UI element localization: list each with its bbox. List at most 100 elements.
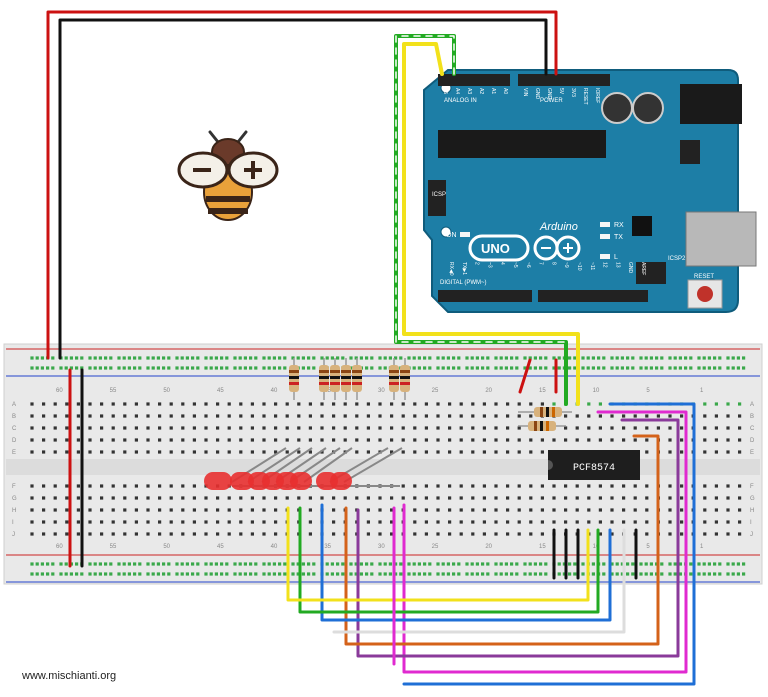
breadboard-hole[interactable] <box>378 562 382 566</box>
breadboard-hole[interactable] <box>109 356 113 360</box>
breadboard-hole[interactable] <box>192 438 196 442</box>
breadboard-hole[interactable] <box>111 426 115 430</box>
breadboard-hole[interactable] <box>645 426 649 430</box>
breadboard-hole[interactable] <box>355 402 359 406</box>
breadboard-hole[interactable] <box>30 414 34 418</box>
breadboard-hole[interactable] <box>162 572 166 576</box>
breadboard-hole[interactable] <box>274 414 278 418</box>
breadboard-hole[interactable] <box>610 562 614 566</box>
breadboard-hole[interactable] <box>42 426 46 430</box>
breadboard-hole[interactable] <box>486 572 490 576</box>
breadboard-hole[interactable] <box>506 402 510 406</box>
breadboard-hole[interactable] <box>459 532 463 536</box>
breadboard-hole[interactable] <box>448 414 452 418</box>
breadboard-hole[interactable] <box>401 426 405 430</box>
breadboard-hole[interactable] <box>598 438 602 442</box>
breadboard-hole[interactable] <box>40 562 44 566</box>
breadboard-hole[interactable] <box>423 572 427 576</box>
breadboard-hole[interactable] <box>598 496 602 500</box>
breadboard-hole[interactable] <box>98 562 102 566</box>
breadboard-hole[interactable] <box>436 508 440 512</box>
breadboard-hole[interactable] <box>517 484 521 488</box>
breadboard-hole[interactable] <box>175 356 179 360</box>
breadboard-hole[interactable] <box>714 402 718 406</box>
breadboard-hole[interactable] <box>506 508 510 512</box>
breadboard-hole[interactable] <box>481 562 485 566</box>
breadboard-hole[interactable] <box>736 366 740 370</box>
breadboard-hole[interactable] <box>307 572 311 576</box>
breadboard-hole[interactable] <box>262 356 266 360</box>
breadboard-hole[interactable] <box>123 496 127 500</box>
breadboard-hole[interactable] <box>680 508 684 512</box>
breadboard-hole[interactable] <box>680 438 684 442</box>
breadboard-hole[interactable] <box>591 572 595 576</box>
breadboard-hole[interactable] <box>46 562 50 566</box>
breadboard-hole[interactable] <box>494 450 498 454</box>
breadboard-hole[interactable] <box>192 450 196 454</box>
breadboard-hole[interactable] <box>533 366 537 370</box>
breadboard-hole[interactable] <box>544 356 548 360</box>
breadboard-hole[interactable] <box>448 496 452 500</box>
breadboard-hole[interactable] <box>46 366 50 370</box>
breadboard-hole[interactable] <box>332 532 336 536</box>
breadboard-hole[interactable] <box>220 572 224 576</box>
breadboard-hole[interactable] <box>515 572 519 576</box>
breadboard-hole[interactable] <box>539 572 543 576</box>
breadboard-hole[interactable] <box>227 426 231 430</box>
breadboard-hole[interactable] <box>332 508 336 512</box>
breadboard-hole[interactable] <box>622 414 626 418</box>
breadboard-hole[interactable] <box>35 572 39 576</box>
breadboard-hole[interactable] <box>274 402 278 406</box>
breadboard-hole[interactable] <box>123 508 127 512</box>
breadboard-hole[interactable] <box>151 366 155 370</box>
breadboard-hole[interactable] <box>714 520 718 524</box>
breadboard-hole[interactable] <box>227 520 231 524</box>
breadboard-hole[interactable] <box>243 366 247 370</box>
breadboard-hole[interactable] <box>620 572 624 576</box>
breadboard-hole[interactable] <box>620 356 624 360</box>
breadboard-hole[interactable] <box>123 426 127 430</box>
breadboard-hole[interactable] <box>146 484 150 488</box>
breadboard-hole[interactable] <box>680 484 684 488</box>
breadboard-hole[interactable] <box>88 450 92 454</box>
breadboard-hole[interactable] <box>93 366 97 370</box>
breadboard-hole[interactable] <box>146 450 150 454</box>
breadboard-hole[interactable] <box>65 508 69 512</box>
breadboard-hole[interactable] <box>707 562 711 566</box>
breadboard-hole[interactable] <box>250 402 254 406</box>
breadboard-hole[interactable] <box>262 532 266 536</box>
breadboard-hole[interactable] <box>320 450 324 454</box>
breadboard-hole[interactable] <box>703 484 707 488</box>
breadboard-hole[interactable] <box>645 496 649 500</box>
breadboard-hole[interactable] <box>475 572 479 576</box>
breadboard-hole[interactable] <box>602 562 606 566</box>
breadboard-hole[interactable] <box>370 366 374 370</box>
breadboard-hole[interactable] <box>689 572 693 576</box>
breadboard-hole[interactable] <box>127 572 131 576</box>
breadboard-hole[interactable] <box>227 532 231 536</box>
breadboard-hole[interactable] <box>424 496 428 500</box>
breadboard-hole[interactable] <box>598 484 602 488</box>
breadboard-hole[interactable] <box>267 572 271 576</box>
breadboard-hole[interactable] <box>343 414 347 418</box>
breadboard-hole[interactable] <box>180 356 184 360</box>
breadboard-hole[interactable] <box>742 356 746 360</box>
breadboard-hole[interactable] <box>459 438 463 442</box>
breadboard-hole[interactable] <box>355 426 359 430</box>
breadboard-hole[interactable] <box>343 402 347 406</box>
breadboard-hole[interactable] <box>227 508 231 512</box>
breadboard-hole[interactable] <box>69 366 73 370</box>
breadboard-hole[interactable] <box>544 572 548 576</box>
breadboard-hole[interactable] <box>134 520 138 524</box>
breadboard-hole[interactable] <box>181 438 185 442</box>
breadboard-hole[interactable] <box>678 356 682 360</box>
breadboard-hole[interactable] <box>494 508 498 512</box>
breadboard-hole[interactable] <box>262 450 266 454</box>
breadboard-hole[interactable] <box>726 450 730 454</box>
breadboard-hole[interactable] <box>499 562 503 566</box>
breadboard-hole[interactable] <box>622 508 626 512</box>
breadboard-hole[interactable] <box>76 532 80 536</box>
breadboard-hole[interactable] <box>278 356 282 360</box>
breadboard-hole[interactable] <box>42 414 46 418</box>
breadboard-hole[interactable] <box>239 438 243 442</box>
